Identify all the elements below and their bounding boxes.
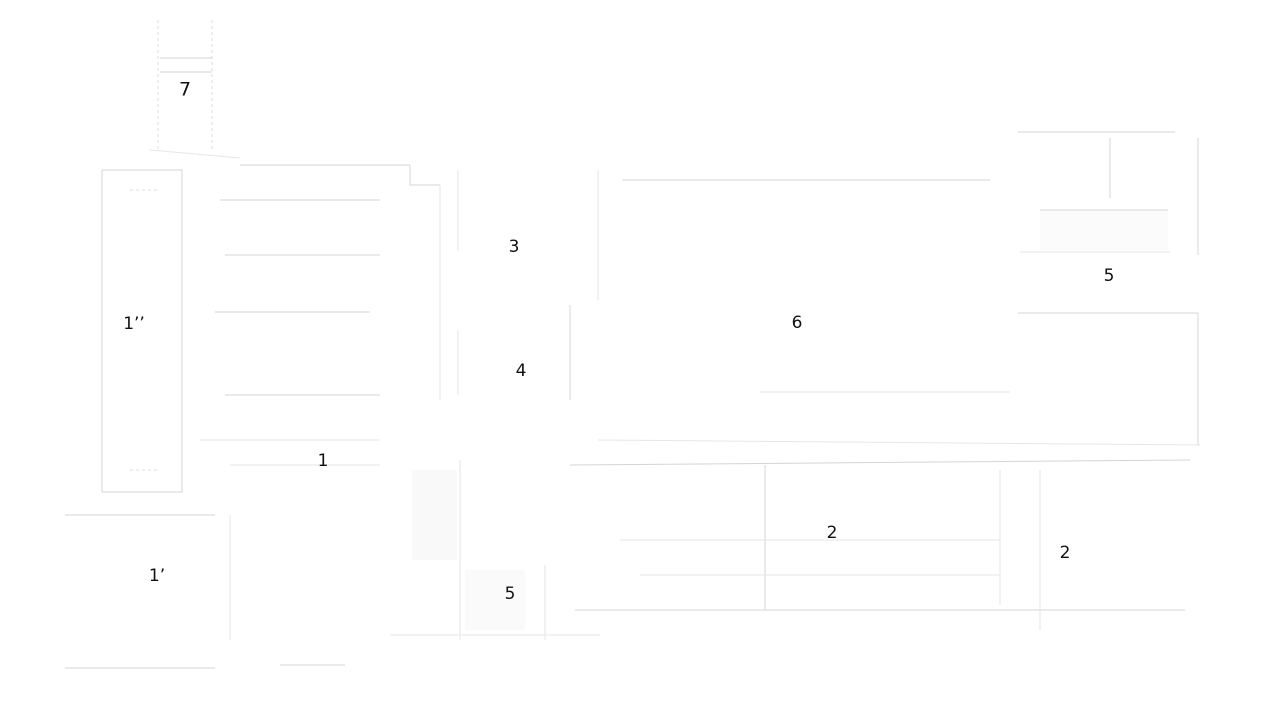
room-label-5-upper: 5 — [1104, 266, 1115, 286]
room-label-2-right: 2 — [1060, 543, 1071, 563]
room-label-1-double-prime: 1’’ — [123, 314, 145, 334]
room-label-1: 1 — [318, 451, 329, 471]
room-label-6: 6 — [792, 313, 803, 333]
room-label-1-prime: 1’ — [149, 566, 165, 586]
room-label-3: 3 — [509, 237, 520, 257]
room-label-4: 4 — [516, 361, 527, 381]
room-label-5-lower: 5 — [505, 584, 516, 604]
plan-walls — [65, 20, 1201, 669]
room-label-2-center: 2 — [827, 523, 838, 543]
room-labels: 7 3 5 1’’ 6 4 1 2 2 1’ 5 — [123, 79, 1114, 605]
room-label-7: 7 — [179, 79, 191, 101]
plan-hatching — [412, 210, 1168, 630]
